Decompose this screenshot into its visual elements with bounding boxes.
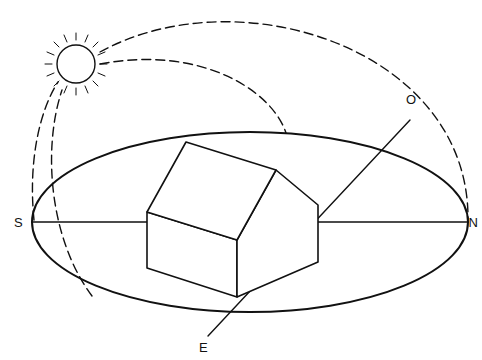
compass-label: O [406,93,416,106]
house-figure [147,142,318,297]
compass-label: N [469,216,478,229]
sun-symbol [45,33,107,95]
compass-label: E [199,341,208,354]
horizon-ellipse [32,132,468,312]
compass-label: S [14,216,23,229]
